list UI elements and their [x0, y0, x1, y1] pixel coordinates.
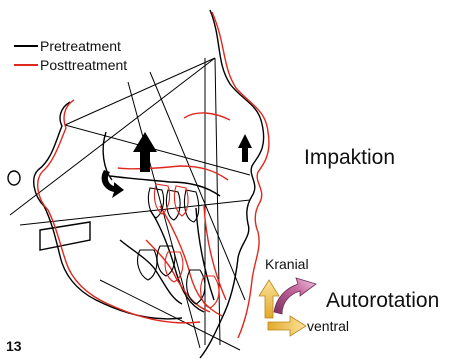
small-up-arrow	[238, 134, 252, 162]
figure-number: 13	[6, 338, 22, 354]
legend-item-posttreatment: Posttreatment	[14, 55, 127, 74]
legend-label-posttreatment: Posttreatment	[40, 57, 127, 73]
label-ventral: ventral	[307, 318, 349, 334]
legend-swatch-pretreatment	[14, 45, 38, 47]
curved-rotation-arrow	[102, 170, 124, 198]
autorotation-arrow	[274, 278, 316, 314]
legend-item-pretreatment: Pretreatment	[14, 36, 127, 55]
legend: Pretreatment Posttreatment	[14, 36, 127, 74]
construction-lines	[10, 58, 250, 350]
impaction-arrows	[102, 132, 252, 198]
legend-swatch-posttreatment	[14, 64, 38, 66]
ventral-arrow	[268, 316, 306, 336]
label-kranial: Kranial	[265, 256, 309, 272]
teeth-outline	[138, 184, 219, 308]
label-impaktion: Impaktion	[304, 146, 395, 170]
large-up-arrow	[133, 132, 157, 172]
legend-label-pretreatment: Pretreatment	[40, 38, 121, 54]
label-autorotation: Autorotation	[326, 289, 439, 313]
